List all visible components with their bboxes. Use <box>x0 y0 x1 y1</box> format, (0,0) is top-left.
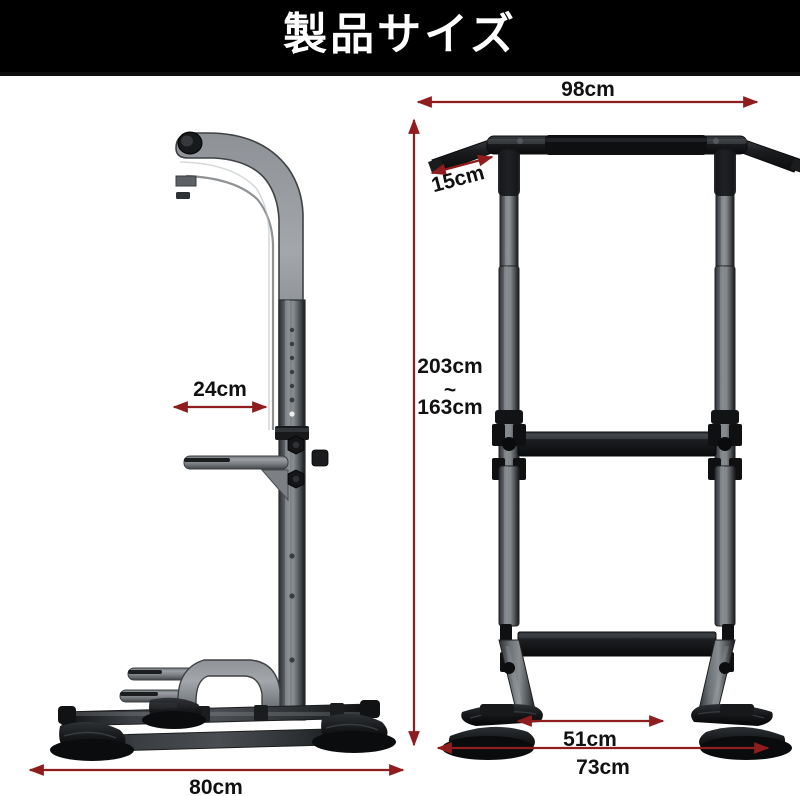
header-banner <box>0 0 800 72</box>
dim-label-98cm: 98cm <box>561 78 615 101</box>
adjust-knob-lower <box>287 469 305 489</box>
height-adjust-holes <box>289 327 295 417</box>
dim-label-80cm: 80cm <box>189 776 243 796</box>
adjust-knob-upper <box>287 435 305 455</box>
dim-label-51cm: 51cm <box>563 728 617 751</box>
front-view-illustration <box>428 135 800 760</box>
side-view-foot-mid <box>142 697 206 729</box>
dim-label-163cm: 163cm <box>417 396 483 419</box>
side-view-illustration <box>50 131 396 761</box>
front-view-foot-right <box>691 704 792 760</box>
header-divider <box>0 72 800 76</box>
dim-label-24cm: 24cm <box>193 378 247 401</box>
side-view-foot-left <box>50 721 134 761</box>
dim-label-203cm: 203cm <box>417 355 483 378</box>
dim-label-73cm: 73cm <box>576 756 630 779</box>
front-view-foot-left <box>442 704 543 760</box>
dim-label-range-separator: ~ <box>443 379 457 402</box>
page-title: 製品サイズ <box>283 9 517 60</box>
side-view-foot-right <box>312 713 396 753</box>
